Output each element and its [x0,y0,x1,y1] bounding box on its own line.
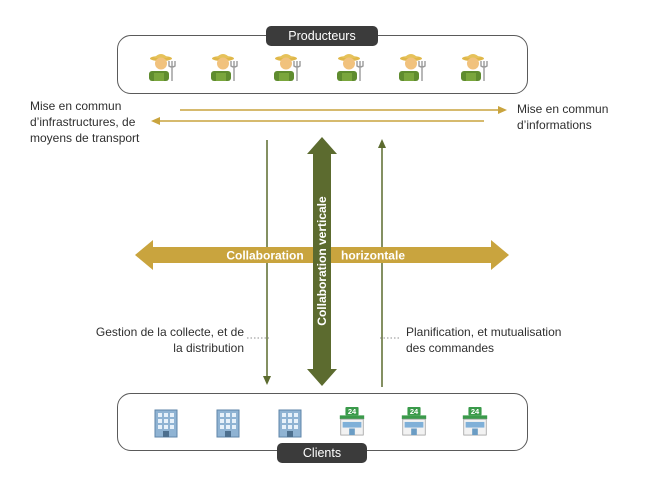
note-line: moyens de transport [30,131,140,145]
note-collection-distribution: Gestion de la collecte, et de la distrib… [82,324,244,356]
office-building-icon [278,409,302,438]
farmer-icon [211,54,238,81]
upstream-flow-arrow [378,139,386,387]
note-line: d’informations [517,118,592,132]
farmer-icon [399,54,426,81]
store-badge: 24 [471,407,480,416]
note-line: la distribution [173,341,244,355]
note-information-sharing: Mise en commun d’informations [517,101,608,133]
farmer-icon [274,54,301,81]
store-badge: 24 [410,407,419,416]
farmer-icon [149,54,176,81]
farmer-icon [337,54,364,81]
horizontal-label-left: Collaboration [226,249,303,263]
note-line: Planification, et mutualisation [406,325,562,339]
producers-label: Producteurs [266,26,378,46]
store-badge: 24 [348,407,357,416]
vertical-collaboration-arrow: Collaboration verticale [307,137,337,386]
vertical-label: Collaboration verticale [315,196,329,326]
convenience-store-icon: 24 [401,406,427,436]
clients-box [117,393,528,451]
convenience-store-icon: 24 [462,406,488,436]
office-building-icon [216,409,240,438]
clients-label: Clients [277,443,367,463]
note-line: Mise en commun [30,99,122,113]
farmer-icon [461,54,488,81]
note-infrastructure-sharing: Mise en commun d’infrastructures, de moy… [30,98,139,146]
info-sharing-arrow [180,106,507,114]
note-line: des commandes [406,341,495,355]
note-line: Gestion de la collecte, et de [95,325,244,339]
note-order-planning: Planification, et mutualisation des comm… [406,324,561,356]
horizontal-label-right: horizontale [341,249,405,263]
note-line: Mise en commun [517,102,609,116]
convenience-store-icon: 24 [339,406,365,436]
office-building-icon [154,409,178,438]
note-line: d’infrastructures, de [30,115,136,129]
infrastructure-sharing-arrow [151,117,484,125]
